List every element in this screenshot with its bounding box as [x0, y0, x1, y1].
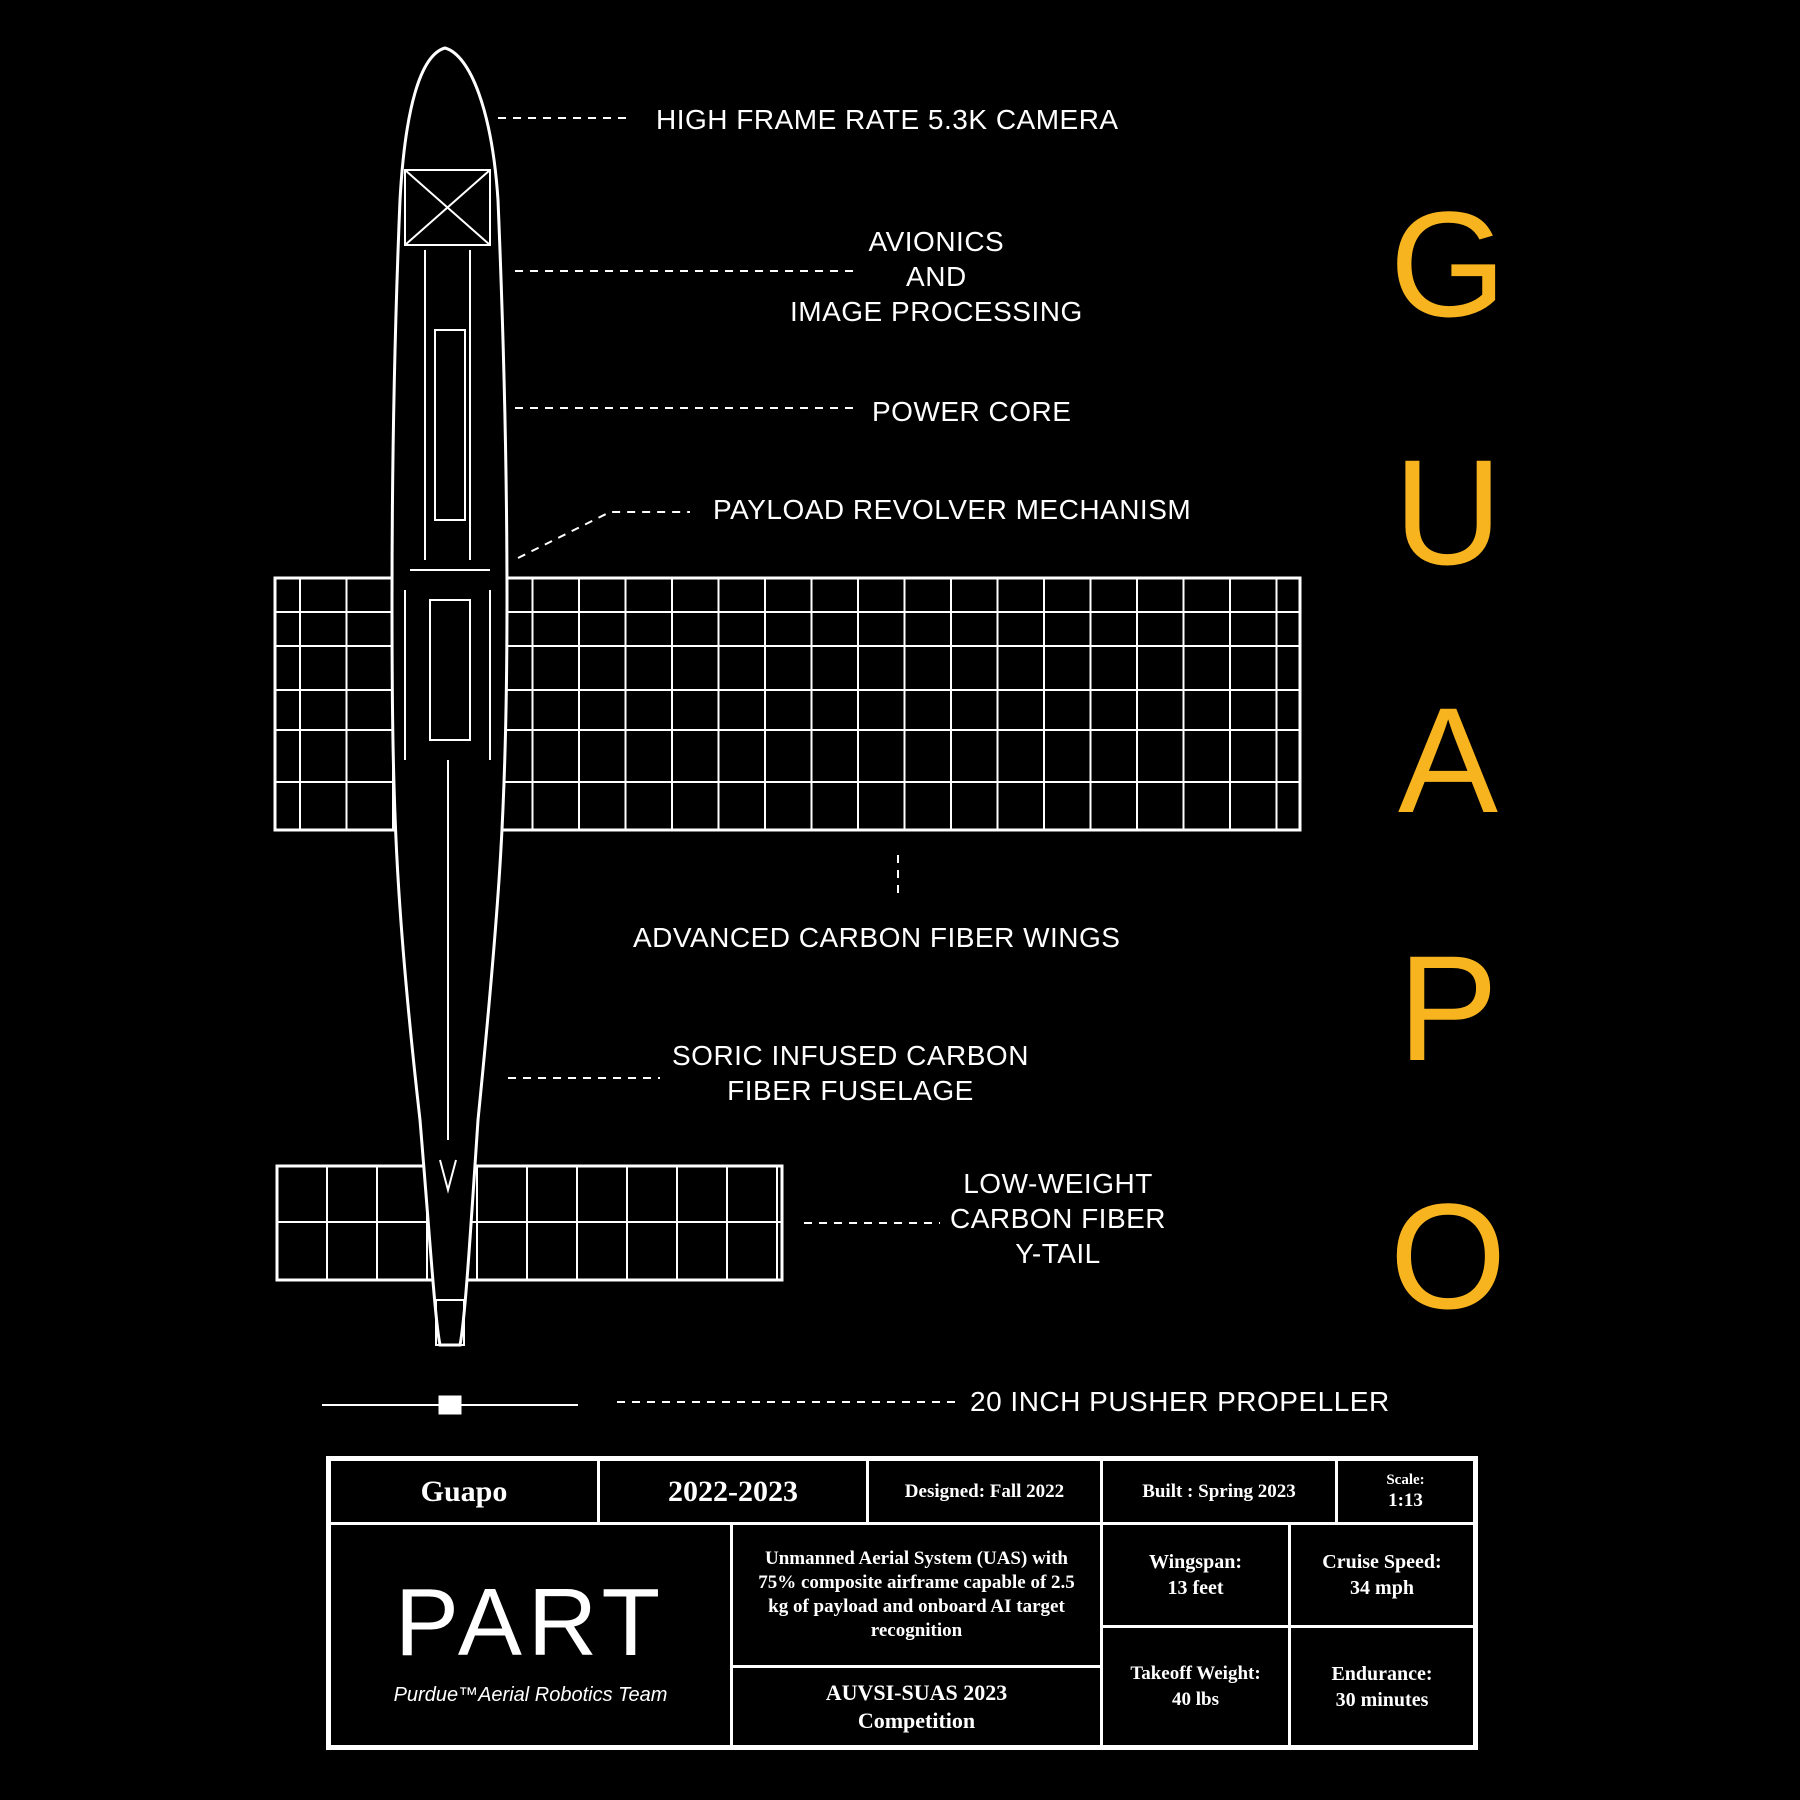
spec-takeoff-weight: Takeoff Weight: 40 lbs	[1100, 1625, 1291, 1748]
callout-power: POWER CORE	[872, 396, 1072, 427]
wing-outline	[273, 576, 1302, 832]
callout-propeller: 20 INCH PUSHER PROPELLER	[970, 1386, 1390, 1417]
callout-line: SORIC INFUSED CARBON	[672, 1040, 1029, 1071]
scale-cell: Scale: 1:13	[1335, 1458, 1476, 1525]
spec-label: Endurance:	[1331, 1662, 1433, 1685]
scale-value: 1:13	[1388, 1490, 1423, 1511]
callout-line: IMAGE PROCESSING	[790, 296, 1083, 327]
competition-line: AUVSI-SUAS 2023	[825, 1679, 1008, 1705]
propeller-hub	[438, 1395, 462, 1415]
name-cell: Guapo	[328, 1458, 600, 1525]
spec-label: Wingspan:	[1148, 1551, 1242, 1573]
scale-label: Scale:	[1386, 1472, 1425, 1488]
callout-payload: PAYLOAD REVOLVER MECHANISM	[713, 494, 1192, 525]
callout-line: FIBER FUSELAGE	[727, 1075, 974, 1106]
callout-camera: HIGH FRAME RATE 5.3K CAMERA	[656, 104, 1119, 135]
designed-cell: Designed: Fall 2022	[866, 1458, 1103, 1525]
part-logo: PART	[394, 1569, 667, 1676]
tail-boom-detail	[435, 1159, 465, 1346]
spec-label: Cruise Speed:	[1322, 1551, 1442, 1573]
callout-line: LOW-WEIGHT	[963, 1168, 1153, 1199]
spec-value: 40 lbs	[1172, 1688, 1219, 1710]
spec-value: 30 minutes	[1335, 1688, 1429, 1711]
spec-wingspan: Wingspan: 13 feet	[1100, 1522, 1291, 1628]
callout-avionics: AVIONICS AND IMAGE PROCESSING	[790, 224, 1083, 329]
spec-endurance: Endurance: 30 minutes	[1288, 1625, 1476, 1748]
callout-fuselage: SORIC INFUSED CARBON FIBER FUSELAGE	[672, 1038, 1029, 1108]
callout-line: CARBON FIBER	[950, 1203, 1167, 1234]
logo-cell: PART Purdue™Aerial Robotics Team	[328, 1522, 733, 1748]
spec-value: 34 mph	[1350, 1577, 1414, 1599]
avionics-rails	[404, 250, 491, 1140]
tail	[275, 1164, 784, 1282]
description-cell: Unmanned Aerial System (UAS) with 75% co…	[730, 1522, 1103, 1668]
callout-line: AVIONICS	[868, 226, 1005, 257]
title-block	[326, 1456, 1478, 1750]
years-cell: 2022-2023	[597, 1458, 869, 1525]
competition-cell: AUVSI-SUAS 2023 Competition	[730, 1665, 1103, 1748]
callout-tail: LOW-WEIGHT CARBON FIBER Y-TAIL	[950, 1166, 1166, 1271]
spec-cruise-speed: Cruise Speed: 34 mph	[1288, 1522, 1476, 1628]
competition-line: Competition	[857, 1707, 976, 1733]
spec-value: 13 feet	[1167, 1577, 1224, 1599]
callout-line: Y-TAIL	[1015, 1238, 1101, 1269]
callout-lines	[498, 117, 955, 1403]
callout-wings: ADVANCED CARBON FIBER WINGS	[633, 922, 1121, 953]
built-cell: Built : Spring 2023	[1100, 1458, 1338, 1525]
spec-label: Takeoff Weight:	[1130, 1662, 1261, 1684]
aircraft-title: GUAPO	[1364, 180, 1532, 1420]
nose-bay	[404, 169, 491, 246]
callout-line: AND	[906, 261, 967, 292]
logo-subtitle: Purdue™Aerial Robotics Team	[393, 1684, 668, 1706]
